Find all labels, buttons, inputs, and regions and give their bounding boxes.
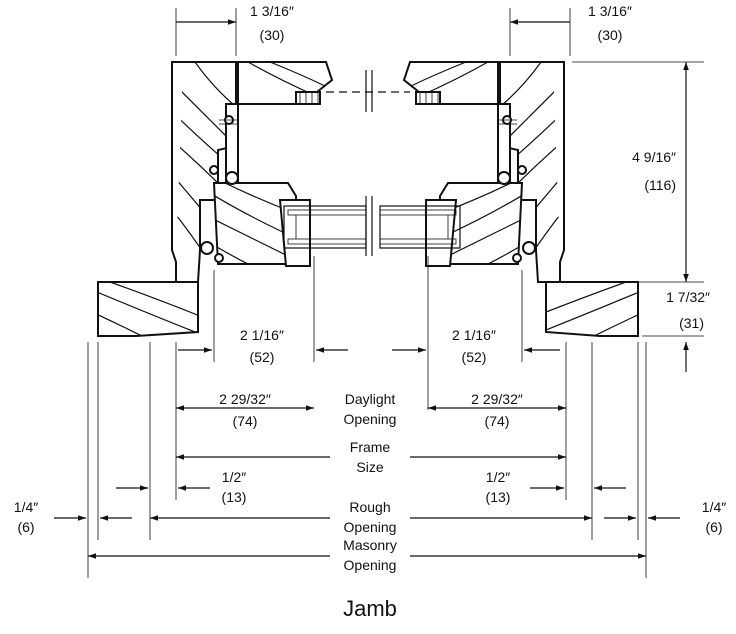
rough-opening-label-line1: Rough xyxy=(349,499,390,515)
dim-left-sash-imperial: 2 1/16″ xyxy=(240,327,284,343)
dim-right-frame-imperial: 2 29/32″ xyxy=(471,391,523,407)
left-jamb-section xyxy=(97,61,334,337)
dim-left-masonry-imperial: 1/4″ xyxy=(14,499,38,515)
dimension-lines xyxy=(54,19,689,559)
dim-right-rough-metric: (13) xyxy=(486,489,511,505)
dim-left-rough-imperial: 1/2″ xyxy=(222,469,246,485)
dim-right-sash-imperial: 2 1/16″ xyxy=(452,327,496,343)
dim-top-left-metric: (30) xyxy=(260,27,285,43)
dim-frame-height-imperial: 4 9/16″ xyxy=(632,149,676,165)
dim-left-rough-metric: (13) xyxy=(222,489,247,505)
right-jamb-section xyxy=(402,61,639,337)
dim-right-masonry-imperial: 1/4″ xyxy=(702,499,726,515)
dim-right-sash-metric: (52) xyxy=(462,349,487,365)
glazing-units xyxy=(283,70,461,256)
dim-sill-offset-metric: (31) xyxy=(679,315,704,331)
daylight-opening-label-line1: Daylight xyxy=(345,391,396,407)
right-lock-block xyxy=(415,91,441,105)
left-seal-low xyxy=(200,241,214,255)
dim-left-masonry-metric: (6) xyxy=(17,519,34,535)
masonry-opening-label-line2: Opening xyxy=(344,557,397,573)
left-sill-block xyxy=(97,281,199,337)
dim-right-frame-metric: (74) xyxy=(485,413,510,429)
dim-left-frame-imperial: 2 29/32″ xyxy=(219,391,271,407)
right-insulated-glass xyxy=(379,205,461,249)
right-sill-block xyxy=(545,281,639,337)
dim-top-right-imperial: 1 3/16″ xyxy=(588,3,632,19)
dim-top-right-metric: (30) xyxy=(598,27,623,43)
daylight-opening-label-line2: Opening xyxy=(344,411,397,427)
dim-frame-height-metric: (116) xyxy=(644,177,676,193)
dim-right-masonry-metric: (6) xyxy=(705,519,722,535)
drawing-title: Jamb xyxy=(343,596,397,621)
frame-size-label-line2: Size xyxy=(356,459,383,475)
right-seal-low xyxy=(522,241,536,255)
dim-top-left-imperial: 1 3/16″ xyxy=(250,3,294,19)
dim-sill-offset-imperial: 1 7/32″ xyxy=(666,289,710,305)
dimension-labels: 1 3/16″ (30) 1 3/16″ (30) 4 9/16″ (116) … xyxy=(14,3,726,621)
dim-left-sash-metric: (52) xyxy=(250,349,275,365)
left-lock-block xyxy=(295,91,321,105)
masonry-opening-label-line1: Masonry xyxy=(343,537,397,553)
dim-right-rough-imperial: 1/2″ xyxy=(486,469,510,485)
frame-size-label-line1: Frame xyxy=(350,439,391,455)
right-seal-mid xyxy=(497,171,511,185)
left-seal-mid xyxy=(225,171,239,185)
dim-left-frame-metric: (74) xyxy=(233,413,258,429)
rough-opening-label-line2: Opening xyxy=(344,519,397,535)
extension-lines xyxy=(87,8,704,578)
